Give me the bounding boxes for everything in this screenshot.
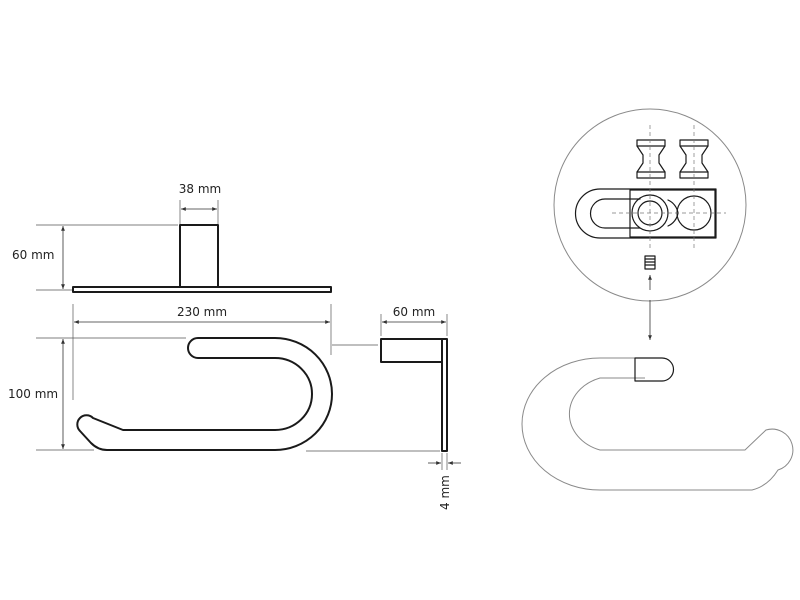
anchor-screw-left [636,139,666,179]
top-view: 38 mm 60 mm [12,182,332,293]
mounting-post [179,224,219,288]
side-plate [441,338,448,452]
hook-outline [76,337,333,451]
base-plate [72,286,332,293]
perspective-hook [521,357,794,491]
hook-end-cap [634,357,675,382]
wall-bracket [574,188,717,239]
plate-thickness-label: 4 mm [438,475,452,510]
anchor-screw-right [679,139,709,179]
side-block [380,338,443,363]
post-width-label: 38 mm [179,182,221,196]
detail-view [553,108,747,302]
side-depth-label: 60 mm [393,305,435,319]
front-view: 230 mm 100 mm [8,304,333,451]
post-height-label: 60 mm [12,248,54,262]
side-view: 60 mm 4 mm [306,305,461,510]
base-width-label: 230 mm [177,305,227,319]
set-screw [644,255,656,270]
hook-height-label: 100 mm [8,387,58,401]
